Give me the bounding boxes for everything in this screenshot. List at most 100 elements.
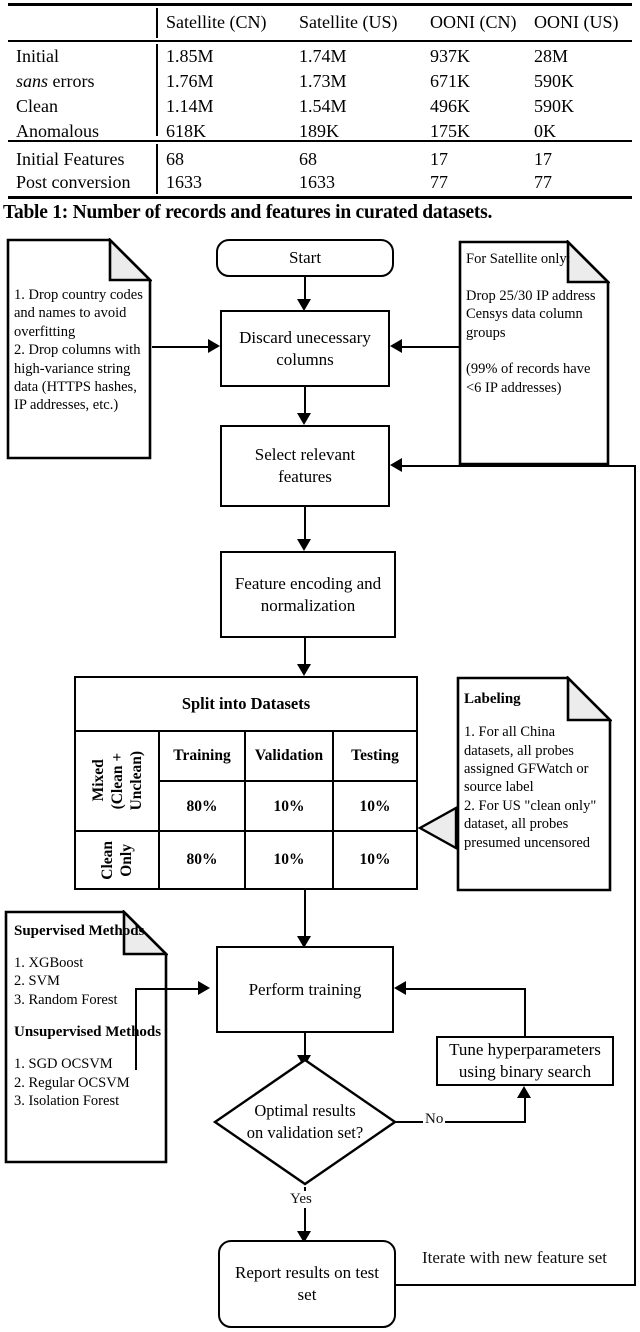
split-cell: 10% xyxy=(246,832,334,888)
edge-tune-to-training-vertical xyxy=(524,988,527,1038)
node-perform-training-label: Perform training xyxy=(248,979,362,999)
split-col-header-validation: Validation xyxy=(246,732,334,780)
cell: 175K xyxy=(430,121,470,141)
arrowhead-left xyxy=(394,981,406,995)
node-start-label: Start xyxy=(288,248,322,267)
note-labeling-title: Labeling xyxy=(464,691,521,707)
edge-start-to-discard xyxy=(304,277,307,303)
table-header-row: Satellite (CN) Satellite (US) OONI (CN) … xyxy=(0,10,640,35)
split-mixed-values: 80% 10% 10% xyxy=(160,782,416,832)
cell: 1.54M xyxy=(299,96,347,116)
split-col-header-testing: Testing xyxy=(351,747,399,764)
cell: 1.76M xyxy=(166,71,214,91)
cell: 590K xyxy=(534,71,574,91)
table-row: Clean 1.14M 1.54M 496K 590K xyxy=(0,94,640,119)
decision-label-line1: Optimal results xyxy=(254,1101,356,1120)
arrowhead-right xyxy=(198,981,210,995)
cell: 671K xyxy=(430,71,470,91)
edge-tune-to-training-horizontal xyxy=(406,988,526,991)
edge-training-to-decision xyxy=(304,1033,307,1059)
decision-diamond-shape xyxy=(212,1058,398,1186)
edge-methods-horizontal xyxy=(135,988,200,991)
edge-iterate-to-select xyxy=(402,465,636,468)
split-cell: 10% xyxy=(359,851,391,868)
cell: 496K xyxy=(430,96,470,116)
edge-yes-vertical xyxy=(304,1187,307,1235)
table-rule-mid xyxy=(8,140,632,142)
note-satellite-only: For Satellite only: Drop 25/30 IP addres… xyxy=(458,240,610,466)
node-feature-encoding-label: Feature encoding and normalization xyxy=(234,573,382,615)
row-label: Post conversion xyxy=(16,172,131,192)
note-satellite-only-shape xyxy=(458,240,610,466)
table-row: Post conversion 1633 1633 77 77 xyxy=(0,170,640,195)
table-col-separator xyxy=(156,8,158,38)
table-row: Initial 1.85M 1.74M 937K 28M xyxy=(0,44,640,69)
split-row-label-mixed: Mixed (Clean + Unclean) xyxy=(76,732,160,830)
split-mixed-cells: Training Validation Testing 80% 10% 10% xyxy=(160,732,416,832)
note-drop-columns-shape xyxy=(6,238,152,460)
arrowhead-down xyxy=(297,299,311,311)
note-drop-columns-text: 1. Drop country codes and names to avoid… xyxy=(14,287,143,414)
note-supervised-body: 1. XGBoost 2. SVM 3. Random Forest xyxy=(14,955,118,1008)
table-col-separator xyxy=(156,144,158,194)
edge-labeling-to-split-arrow xyxy=(417,806,458,850)
node-perform-training[interactable]: Perform training xyxy=(216,946,394,1033)
table-col-separator xyxy=(156,44,158,136)
note-labeling-body: 1. For all China datasets, all probes as… xyxy=(464,724,597,851)
node-discard-columns[interactable]: Discard unecessary columns xyxy=(220,310,390,387)
node-report-results[interactable]: Report results on test set xyxy=(218,1240,396,1328)
note-supervised-title: Supervised Methods xyxy=(14,923,145,939)
node-discard-columns-label: Discard unecessary columns xyxy=(239,327,371,369)
node-start[interactable]: Start xyxy=(216,239,394,277)
row-label: Initial Features xyxy=(16,149,125,169)
cell: 1.14M xyxy=(166,96,214,116)
note-labeling: Labeling 1. For all China datasets, all … xyxy=(456,676,612,892)
table-row: Initial Features 68 68 17 17 xyxy=(0,147,640,172)
table-row: Anomalous 618K 189K 175K 0K xyxy=(0,119,640,144)
note-satellite-only-text: For Satellite only: Drop 25/30 IP addres… xyxy=(466,251,596,396)
cell: 28M xyxy=(534,46,569,66)
edge-no-vertical xyxy=(524,1098,527,1123)
edge-label-iterate: Iterate with new feature set xyxy=(420,1248,610,1268)
arrowhead-left xyxy=(390,339,402,353)
row-label: Anomalous xyxy=(16,121,99,141)
split-table-row-mixed: Mixed (Clean + Unclean) Training Validat… xyxy=(76,732,416,832)
edge-satellite-note-to-discard xyxy=(402,346,460,349)
split-cell: 80% xyxy=(160,782,246,832)
split-table-title: Split into Datasets xyxy=(76,678,416,732)
table-col-header: Satellite (US) xyxy=(299,12,398,32)
cell: 17 xyxy=(534,149,552,169)
row-label-rest: errors xyxy=(48,71,95,91)
node-select-features-label: Select relevant features xyxy=(254,445,356,486)
edge-select-to-encode xyxy=(304,507,307,543)
cell: 937K xyxy=(430,46,470,66)
edge-encode-to-split xyxy=(304,638,307,668)
node-decision-optimal-results[interactable]: Optimal results on validation set? xyxy=(212,1057,398,1187)
edge-note-to-discard xyxy=(152,346,210,349)
table-col-header: OONI (US) xyxy=(534,12,619,32)
edge-label-yes: Yes xyxy=(288,1191,314,1208)
node-report-results-label: Report results on test set xyxy=(234,1263,379,1304)
split-column-headers: Training Validation Testing xyxy=(160,732,416,782)
table-col-header: OONI (CN) xyxy=(430,12,517,32)
cell: 1.85M xyxy=(166,46,214,66)
split-cell: 80% xyxy=(160,832,246,888)
node-tune-hyperparameters[interactable]: Tune hyperparameters using binary search xyxy=(436,1036,614,1086)
note-labeling-content: Labeling 1. For all China datasets, all … xyxy=(464,690,606,852)
note-unsupervised-title: Unsupervised Methods xyxy=(14,1024,162,1041)
arrowhead-left xyxy=(390,458,402,472)
cell: 189K xyxy=(299,121,339,141)
row-label: sans errors xyxy=(16,69,95,94)
arrowhead-down xyxy=(297,664,311,676)
cell: 1633 xyxy=(299,172,335,192)
node-feature-encoding[interactable]: Feature encoding and normalization xyxy=(220,551,396,638)
cell: 0K xyxy=(534,121,556,141)
table-rule-header xyxy=(8,40,632,42)
arrowhead-down xyxy=(297,539,311,551)
split-datasets-table: Split into Datasets Mixed (Clean + Uncle… xyxy=(74,676,418,890)
edge-iterate-horizontal xyxy=(396,1284,636,1287)
decision-label: Optimal results on validation set? xyxy=(212,1057,398,1187)
note-methods-content: Supervised Methods 1. XGBoost 2. SVM 3. … xyxy=(14,922,162,1110)
node-select-features[interactable]: Select relevant features xyxy=(220,425,390,507)
cell: 68 xyxy=(299,149,317,169)
